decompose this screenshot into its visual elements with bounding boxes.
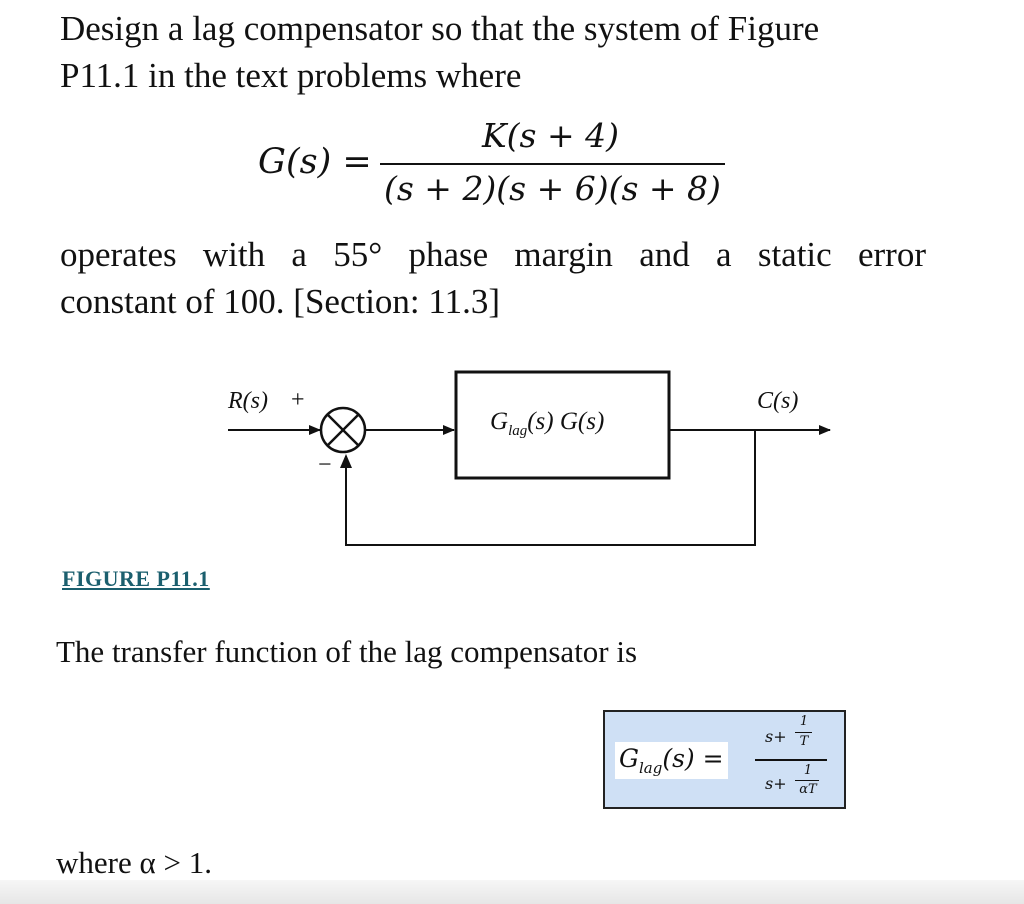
figure-caption[interactable]: FIGURE P11.1: [62, 566, 210, 591]
problem-line-1: Design a lag compensator so that the sys…: [60, 9, 820, 48]
problem-line-3: operates with a 55° phase margin and a s…: [60, 232, 926, 278]
equation-denominator: (s + 2)(s + 6)(s + 8): [384, 169, 721, 208]
page-bottom-edge: [0, 880, 1024, 904]
word: static: [757, 235, 832, 274]
word: operates: [60, 235, 177, 274]
lag-tf-num-frac-bar: [795, 732, 812, 733]
lag-tf-num-frac-num: 1: [799, 714, 809, 729]
word: 55°: [333, 235, 383, 274]
lag-tf-lhs: Glag(s) =: [615, 742, 728, 779]
lag-tf-den-s: s+: [765, 774, 787, 793]
word: a: [291, 235, 307, 274]
block-label-g: G: [490, 408, 509, 435]
input-label: R(s): [228, 388, 268, 414]
block-label-subscript: lag: [508, 423, 528, 439]
plus-sign: +: [291, 387, 305, 413]
problem-line-4: constant of 100. [Section: 11.3]: [60, 282, 501, 321]
lag-tf-g: G: [619, 744, 639, 773]
block-diagram: [228, 370, 831, 546]
lag-tf-den-frac-bar: [795, 780, 819, 781]
lag-tf-num-s: s+: [765, 727, 787, 746]
lag-tf-lhs-rest: (s) =: [662, 744, 724, 773]
feedback-path: [345, 430, 756, 546]
word: error: [857, 235, 926, 274]
problem-line-2: P11.1 in the text problems where: [60, 56, 522, 95]
where-clause: where α > 1.: [56, 845, 212, 880]
word: a: [716, 235, 732, 274]
lag-tf-fraction-bar: [755, 759, 827, 761]
feedback-arrowhead: [340, 454, 352, 468]
word: phase: [408, 235, 489, 274]
summing-junction-icon: [319, 406, 367, 454]
equation-numerator: K(s + 4): [482, 116, 619, 155]
lag-tf-num-frac-den: T: [799, 734, 809, 749]
plant-block: [454, 370, 671, 480]
word: margin: [514, 235, 613, 274]
output-label: C(s): [757, 388, 799, 414]
word: and: [639, 235, 690, 274]
lag-tf-subscript: lag: [638, 759, 663, 777]
block-label: Glag(s) G(s): [490, 408, 604, 440]
minus-sign: −: [318, 452, 332, 478]
solution-intro: The transfer function of the lag compens…: [56, 634, 638, 669]
lag-tf-den-frac-num: 1: [803, 763, 813, 778]
block-label-rest: (s) G(s): [527, 408, 605, 435]
equation-fraction-bar: [380, 163, 725, 165]
word: with: [202, 235, 266, 274]
lag-tf-box: Glag(s) = s+ 1 T s+ 1 αT: [603, 710, 846, 809]
equation-lhs: G(s) =: [258, 142, 372, 182]
lag-tf-den-frac-den: αT: [799, 782, 817, 797]
